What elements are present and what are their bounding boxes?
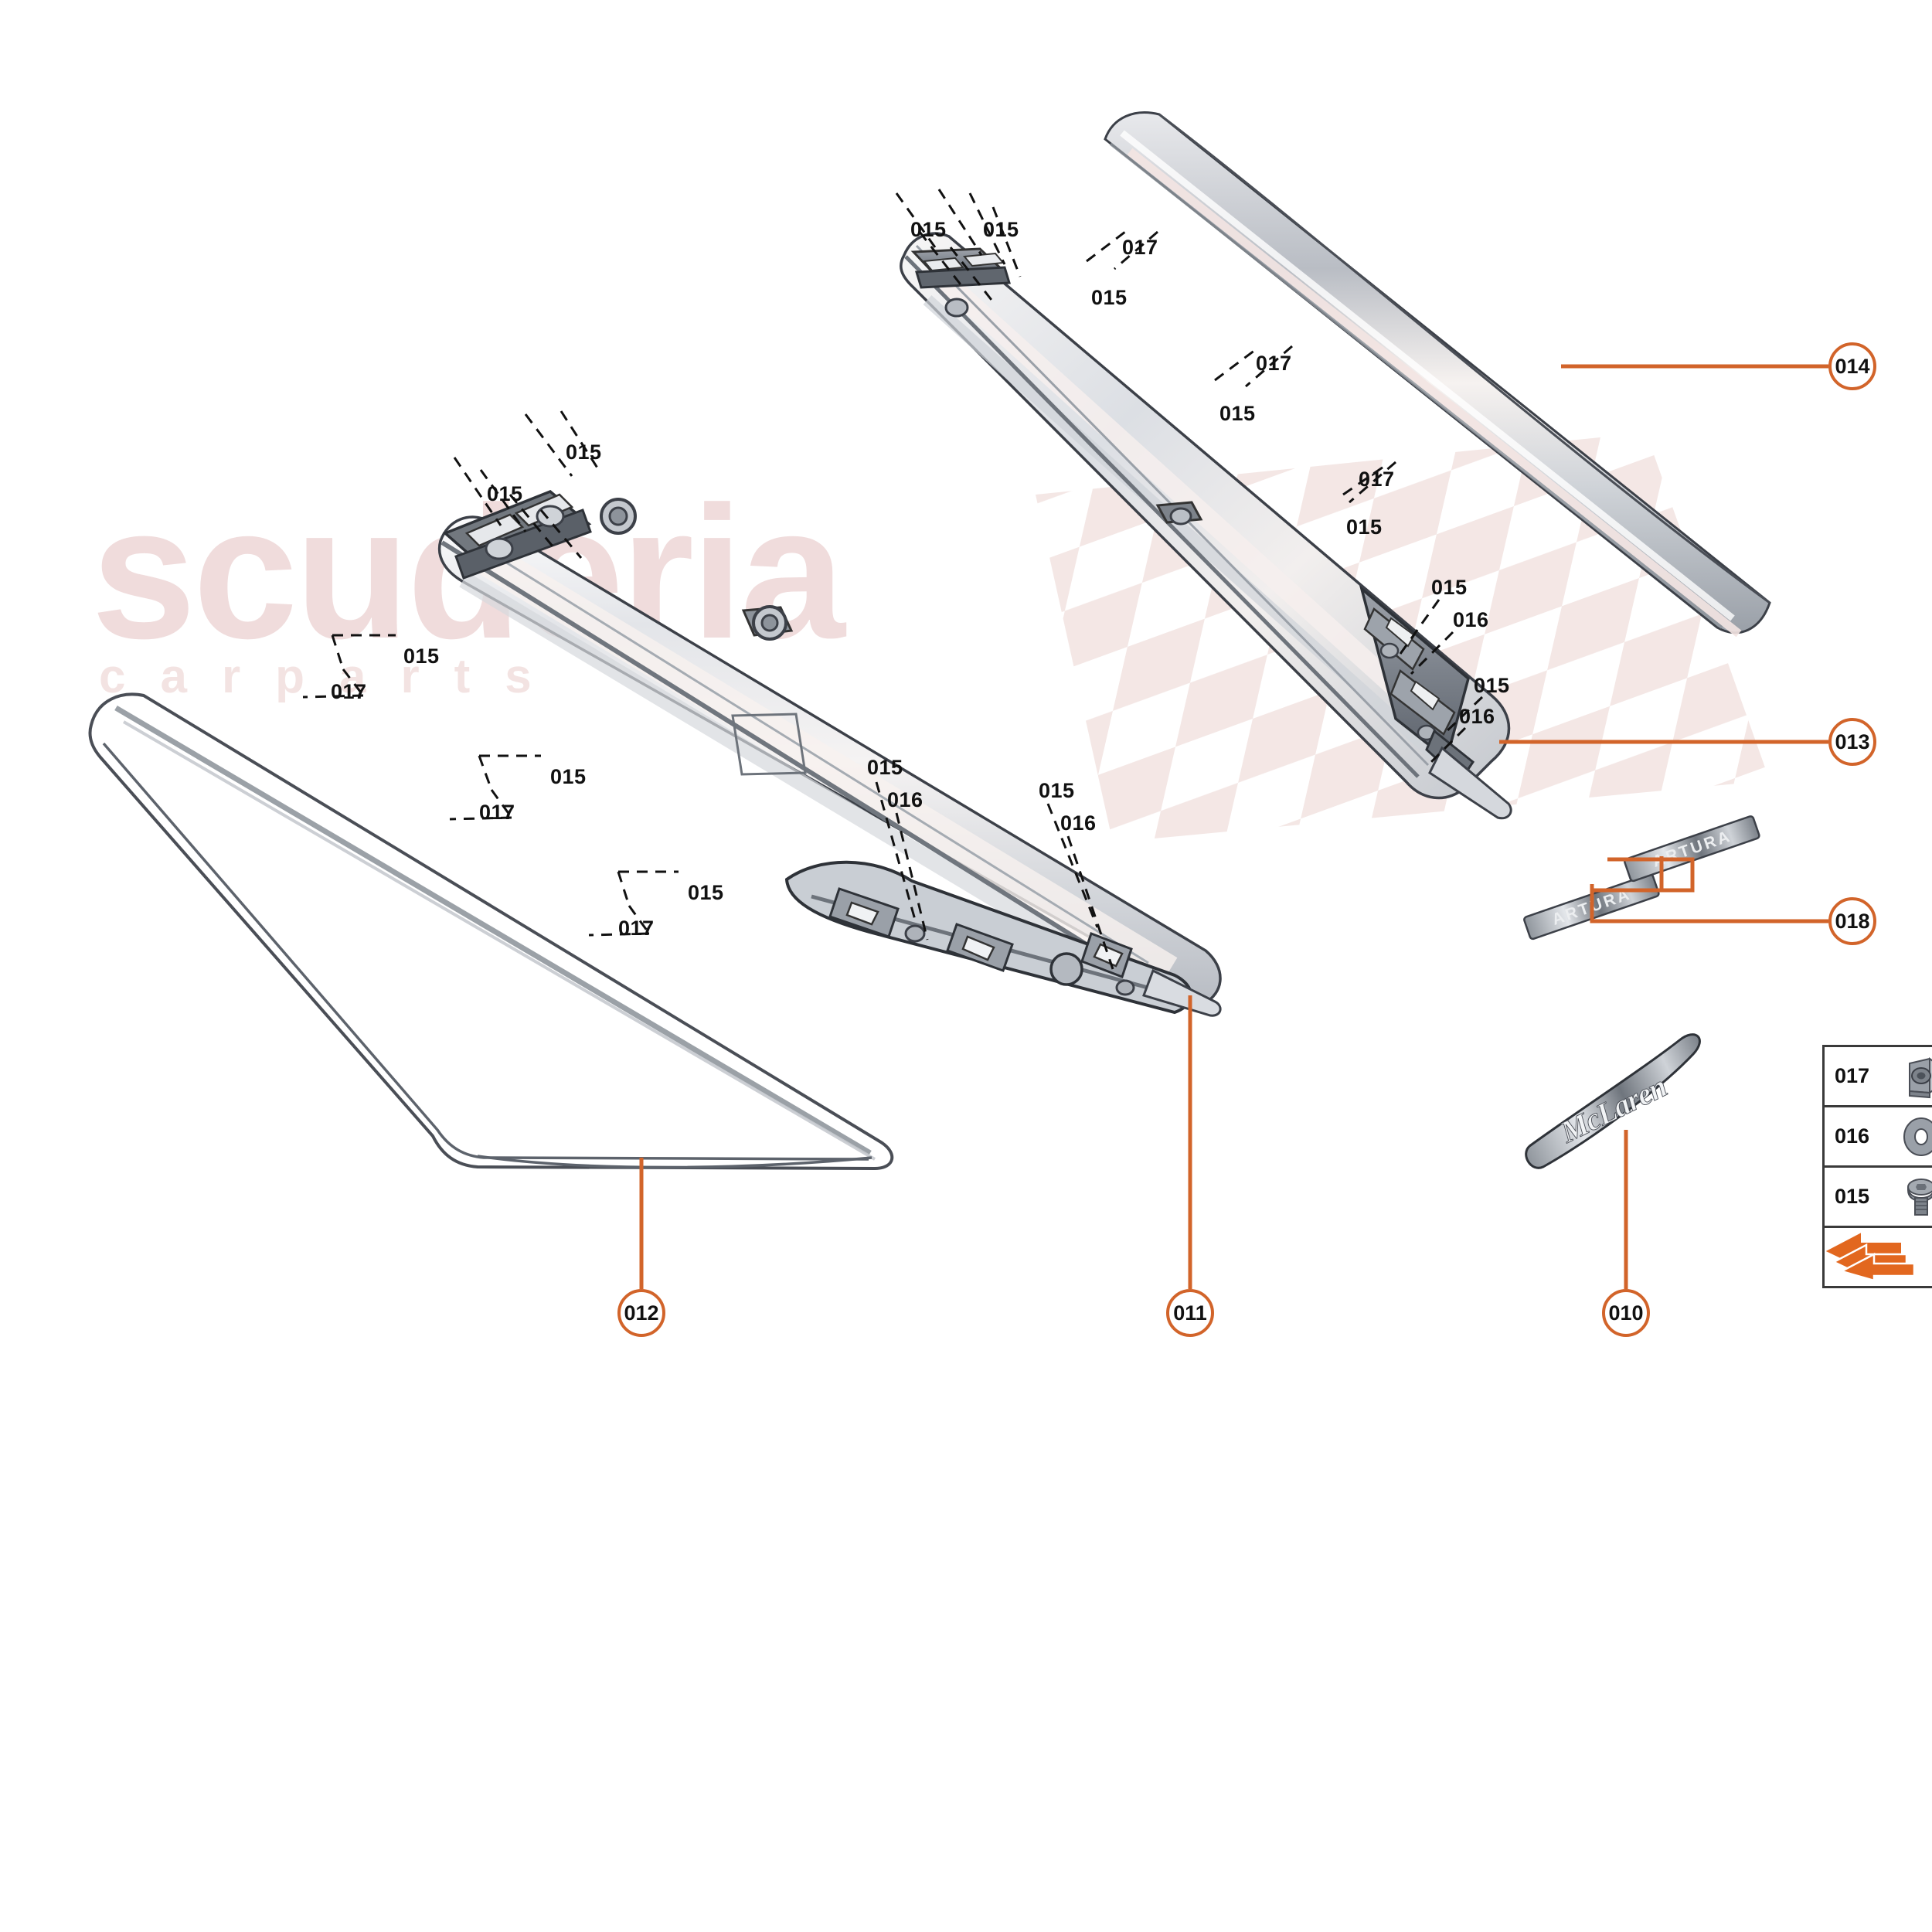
legend-row-017[interactable]: 017 [1825, 1047, 1932, 1107]
fastener-label: 015 [983, 218, 1019, 241]
fastener-label: 015 [566, 440, 602, 464]
fastener-label: 015 [910, 218, 947, 241]
bolt-icon [1899, 1175, 1932, 1219]
fastener-label: 015 [867, 756, 903, 779]
fastener-label: 015 [550, 765, 587, 788]
part-013-mid-boss [1155, 501, 1203, 526]
fastener-label: 015 [1346, 515, 1383, 539]
legend-row-015[interactable]: 015 [1825, 1168, 1932, 1228]
fastener-label: 015 [1091, 286, 1128, 309]
fastener-label: 015 [688, 881, 724, 904]
part-010-mclaren-badge: McLaren [1525, 1033, 1701, 1169]
callout-011[interactable]: 011 [1166, 1289, 1214, 1337]
fastener-label: 017 [1122, 236, 1158, 259]
part-012-outer-panel [88, 692, 894, 1171]
part-011-clip-cluster [442, 489, 592, 580]
part-014-trim-strip [1104, 111, 1771, 638]
fastener-label: 016 [1060, 811, 1097, 835]
legend-number: 017 [1835, 1064, 1870, 1087]
fastener-label: 017 [1359, 468, 1395, 491]
fastener-label: 015 [487, 482, 523, 505]
legend-number: 016 [1835, 1124, 1870, 1148]
legend-number: 015 [1835, 1185, 1870, 1208]
orange-arrow-icon [1825, 1232, 1932, 1282]
fastener-label: 017 [331, 680, 367, 703]
fastener-leader-lines [302, 189, 1484, 970]
clip-nut-icon [1899, 1054, 1932, 1099]
callout-012[interactable]: 012 [617, 1289, 665, 1337]
fastener-label: 017 [1256, 352, 1292, 375]
legend-row-016[interactable]: 016 [1825, 1107, 1932, 1168]
fastener-label: 015 [403, 645, 440, 668]
fastener-legend: 017 016 015 [1822, 1045, 1932, 1288]
fastener-label: 015 [1474, 674, 1510, 697]
part-011-bosses [600, 498, 807, 776]
fastener-label: 017 [618, 917, 655, 940]
legend-row-arrow[interactable] [1825, 1228, 1932, 1288]
callout-014[interactable]: 014 [1828, 342, 1876, 390]
part-013-clip-cluster [910, 247, 1011, 318]
callout-018[interactable]: 018 [1828, 897, 1876, 945]
fastener-label: 015 [1219, 402, 1256, 425]
parts-artwork: ARTURA ARTURA McLaren [88, 111, 1828, 1289]
callout-013[interactable]: 013 [1828, 718, 1876, 766]
fastener-label: 016 [1459, 705, 1495, 728]
fastener-label: 015 [1039, 779, 1075, 802]
part-013-lower-bracket [1359, 585, 1475, 783]
fastener-label: 016 [1453, 608, 1489, 631]
fastener-label: 016 [887, 788, 923, 811]
fastener-label: 017 [479, 801, 515, 824]
callout-010[interactable]: 010 [1602, 1289, 1650, 1337]
washer-icon [1899, 1114, 1932, 1159]
part-013-side-blade [900, 232, 1512, 820]
callout-leader-lines [639, 364, 1828, 1289]
part-011-side-blade [437, 489, 1222, 1017]
svg-text:McLaren: McLaren [1554, 1069, 1672, 1150]
fastener-label: 015 [1431, 576, 1468, 599]
